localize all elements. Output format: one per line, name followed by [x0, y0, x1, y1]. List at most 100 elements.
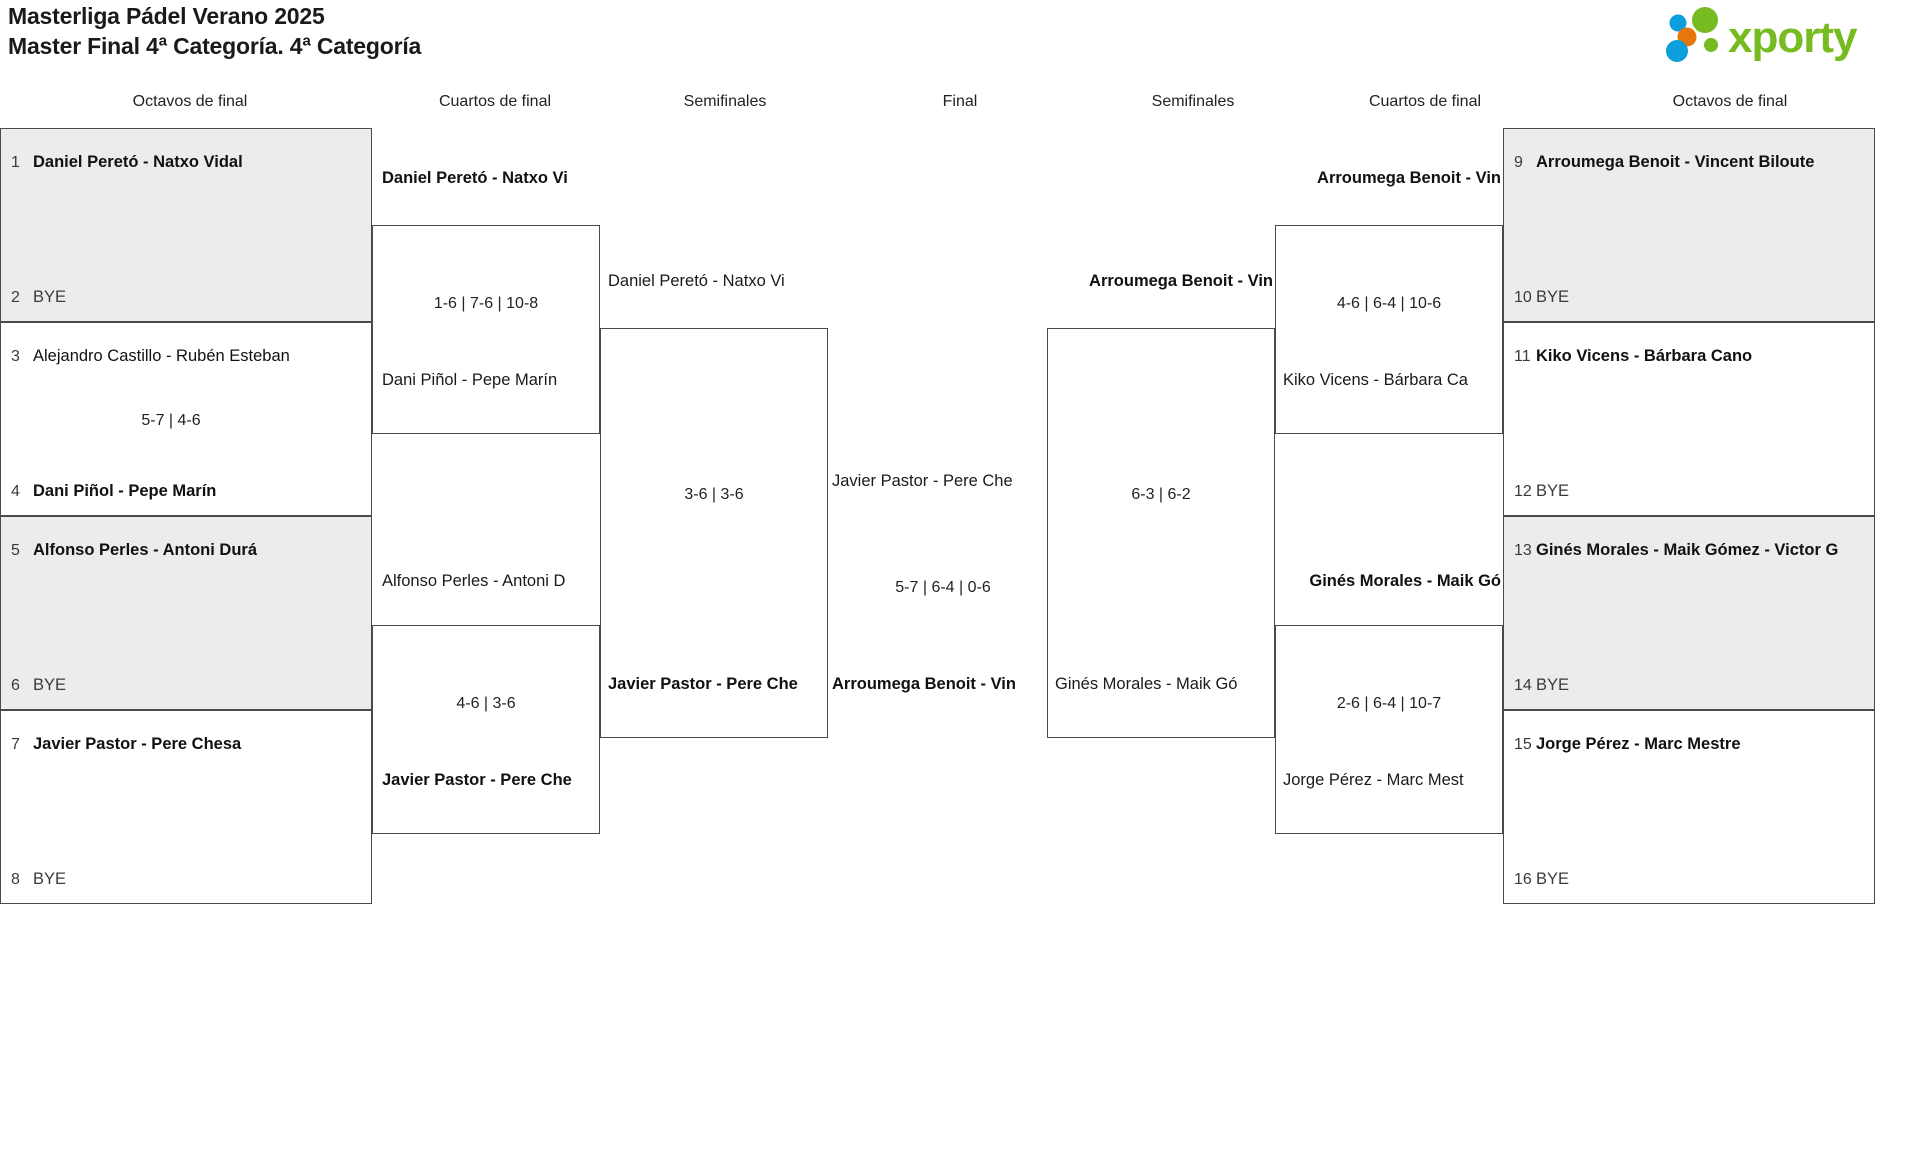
match-score-right-qf-1: 4-6 | 6-4 | 10-6 [1336, 295, 1442, 312]
seed-number: 2 [11, 289, 20, 306]
slot-right-qf-2-bottom[interactable]: Jorge Pérez - Marc Mest [1283, 772, 1464, 789]
match-score-left-r16-2: 5-7 | 4-6 [141, 412, 201, 429]
seed-entry-15[interactable]: 15 Jorge Pérez - Marc Mestre [1504, 736, 1874, 753]
match-box-right-r16-3[interactable]: 13 Ginés Morales - Maik Gómez - Victor G… [1503, 516, 1875, 710]
seed-name: Jorge Pérez - Marc Mestre [1536, 735, 1741, 753]
seed-number: 11 [1514, 348, 1531, 365]
slot-right-qf-1-top[interactable]: Arroumega Benoit - Vin [1317, 170, 1501, 187]
seed-entry-6[interactable]: 6 BYE [1, 677, 371, 694]
match-box-right-r16-2[interactable]: 11 Kiko Vicens - Bárbara Cano 12 BYE [1503, 322, 1875, 516]
seed-entry-1[interactable]: 1 Daniel Peretó - Natxo Vidal [1, 154, 371, 171]
match-box-left-qf-2[interactable]: 4-6 | 3-6 [372, 625, 600, 834]
seed-entry-14[interactable]: 14 BYE [1504, 677, 1874, 694]
logo-wordmark: xporty [1728, 13, 1858, 62]
seed-entry-3[interactable]: 3 Alejandro Castillo - Rubén Esteban [1, 348, 371, 365]
logo-dot-green-small [1704, 38, 1718, 52]
seed-number: 14 [1514, 677, 1532, 694]
match-score-final: 5-7 | 6-4 | 0-6 [895, 579, 991, 596]
match-box-left-qf-1[interactable]: 1-6 | 7-6 | 10-8 [372, 225, 600, 434]
slot-right-qf-1-bottom[interactable]: Kiko Vicens - Bárbara Ca [1283, 372, 1468, 389]
match-box-final[interactable]: 5-7 | 6-4 | 0-6 [828, 430, 1058, 640]
seed-number: 8 [11, 871, 20, 888]
match-box-left-r16-4[interactable]: 7 Javier Pastor - Pere Chesa 8 BYE [0, 710, 372, 904]
slot-right-sf-top[interactable]: Arroumega Benoit - Vin [1089, 273, 1273, 290]
seed-number: 7 [11, 736, 20, 753]
round-header-right-qf: Cuartos de final [1368, 93, 1482, 110]
seed-entry-13[interactable]: 13 Ginés Morales - Maik Gómez - Victor G [1504, 542, 1874, 559]
round-header-right-sf: Semifinales [1151, 93, 1235, 110]
seed-number: 9 [1514, 154, 1523, 171]
seed-entry-10[interactable]: 10 BYE [1504, 289, 1874, 306]
seed-name: BYE [33, 870, 67, 888]
seed-name: BYE [33, 288, 67, 306]
match-box-left-r16-3[interactable]: 5 Alfonso Perles - Antoni Durá 6 BYE [0, 516, 372, 710]
slot-left-qf-1-top[interactable]: Daniel Peretó - Natxo Vi [382, 170, 568, 187]
page-header: Masterliga Pádel Verano 2025 Master Fina… [0, 0, 1920, 72]
round-header-left-qf: Cuartos de final [438, 93, 552, 110]
seed-entry-7[interactable]: 7 Javier Pastor - Pere Chesa [1, 736, 371, 753]
match-box-left-sf[interactable]: 3-6 | 3-6 [600, 328, 828, 738]
slot-right-qf-2-top[interactable]: Ginés Morales - Maik Gó [1309, 573, 1501, 590]
seed-number: 13 [1514, 542, 1532, 559]
match-score-right-qf-2: 2-6 | 6-4 | 10-7 [1336, 695, 1442, 712]
match-score-left-sf: 3-6 | 3-6 [684, 486, 744, 503]
tournament-name: Masterliga Pádel Verano 2025 [8, 3, 325, 29]
seed-name: Alfonso Perles - Antoni Durá [33, 541, 257, 559]
seed-entry-5[interactable]: 5 Alfonso Perles - Antoni Durá [1, 542, 371, 559]
match-box-left-r16-1[interactable]: 1 Daniel Peretó - Natxo Vidal 2 BYE [0, 128, 372, 322]
seed-number: 16 [1514, 871, 1532, 888]
slot-left-sf-top[interactable]: Daniel Peretó - Natxo Vi [608, 273, 785, 290]
seed-name: BYE [1536, 482, 1570, 500]
round-header-left-r16: Octavos de final [132, 93, 248, 110]
tournament-title: Masterliga Pádel Verano 2025 Master Fina… [8, 2, 421, 62]
seed-name: Arroumega Benoit - Vincent Biloute [1536, 153, 1815, 171]
seed-name: Dani Piñol - Pepe Marín [33, 482, 217, 500]
seed-name: BYE [33, 676, 67, 694]
xporty-logo: xporty [1656, 6, 1906, 66]
slot-left-qf-2-top[interactable]: Alfonso Perles - Antoni D [382, 573, 566, 590]
match-score-right-sf: 6-3 | 6-2 [1131, 486, 1191, 503]
match-box-right-qf-2[interactable]: 2-6 | 6-4 | 10-7 [1275, 625, 1503, 834]
seed-entry-16[interactable]: 16 BYE [1504, 871, 1874, 888]
match-box-right-qf-1[interactable]: 4-6 | 6-4 | 10-6 [1275, 225, 1503, 434]
round-header-right-r16: Octavos de final [1672, 93, 1788, 110]
seed-entry-12[interactable]: 12 BYE [1504, 483, 1874, 500]
round-header-final: Final [942, 93, 978, 110]
seed-number: 12 [1514, 483, 1532, 500]
seed-number: 3 [11, 348, 20, 365]
slot-right-sf-bottom[interactable]: Ginés Morales - Maik Gó [1055, 676, 1238, 693]
seed-number: 10 [1514, 289, 1532, 306]
seed-number: 4 [11, 483, 20, 500]
slot-final-bottom[interactable]: Arroumega Benoit - Vin [832, 676, 1016, 693]
seed-entry-11[interactable]: 11 Kiko Vicens - Bárbara Cano [1504, 348, 1874, 365]
seed-entry-9[interactable]: 9 Arroumega Benoit - Vincent Biloute [1504, 154, 1874, 171]
seed-number: 6 [11, 677, 20, 694]
seed-name: Ginés Morales - Maik Gómez - Victor G [1536, 541, 1839, 559]
match-box-right-r16-4[interactable]: 15 Jorge Pérez - Marc Mestre 16 BYE [1503, 710, 1875, 904]
seed-name: BYE [1536, 676, 1570, 694]
match-box-right-r16-1[interactable]: 9 Arroumega Benoit - Vincent Biloute 10 … [1503, 128, 1875, 322]
slot-final-top[interactable]: Javier Pastor - Pere Che [832, 473, 1013, 490]
xporty-logo-svg: xporty [1666, 7, 1859, 62]
slot-left-sf-bottom[interactable]: Javier Pastor - Pere Che [608, 676, 798, 693]
seed-number: 15 [1514, 736, 1532, 753]
seed-name: Daniel Peretó - Natxo Vidal [33, 153, 243, 171]
seed-name: Kiko Vicens - Bárbara Cano [1536, 347, 1753, 365]
match-score-left-qf-2: 4-6 | 3-6 [456, 695, 516, 712]
seed-entry-4[interactable]: 4 Dani Piñol - Pepe Marín [1, 483, 371, 500]
match-box-right-sf[interactable]: 6-3 | 6-2 [1047, 328, 1275, 738]
match-score-left-qf-1: 1-6 | 7-6 | 10-8 [433, 295, 539, 312]
seed-name: Javier Pastor - Pere Chesa [33, 735, 242, 753]
logo-dot-green-large [1692, 7, 1718, 33]
seed-entry-2[interactable]: 2 BYE [1, 289, 371, 306]
match-box-left-r16-2[interactable]: 3 Alejandro Castillo - Rubén Esteban 5-7… [0, 322, 372, 516]
seed-name: BYE [1536, 288, 1570, 306]
seed-name: Alejandro Castillo - Rubén Esteban [33, 347, 290, 365]
seed-number: 5 [11, 542, 20, 559]
slot-left-qf-1-bottom[interactable]: Dani Piñol - Pepe Marín [382, 372, 558, 389]
seed-number: 1 [11, 154, 20, 171]
tournament-category: Master Final 4ª Categoría. 4ª Categoría [8, 32, 422, 59]
slot-left-qf-2-bottom[interactable]: Javier Pastor - Pere Che [382, 772, 572, 789]
seed-entry-8[interactable]: 8 BYE [1, 871, 371, 888]
logo-dot-blue-bottom [1666, 40, 1688, 62]
